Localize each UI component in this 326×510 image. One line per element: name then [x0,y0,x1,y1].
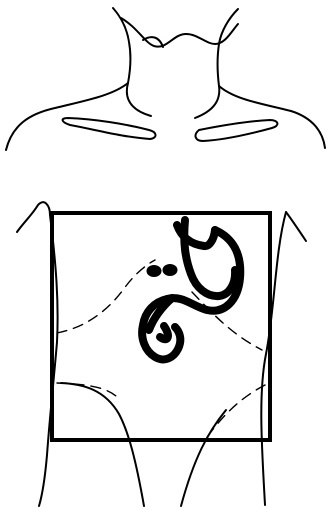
stomach [142,220,240,359]
pelvic-lines [61,383,226,506]
clavicles [63,118,278,141]
dot-left [147,265,162,277]
torso-outline [17,202,306,506]
gallbladder-dots [147,264,178,277]
neck-outline [113,8,238,86]
shoulders [6,83,325,150]
dot-right [163,264,178,276]
